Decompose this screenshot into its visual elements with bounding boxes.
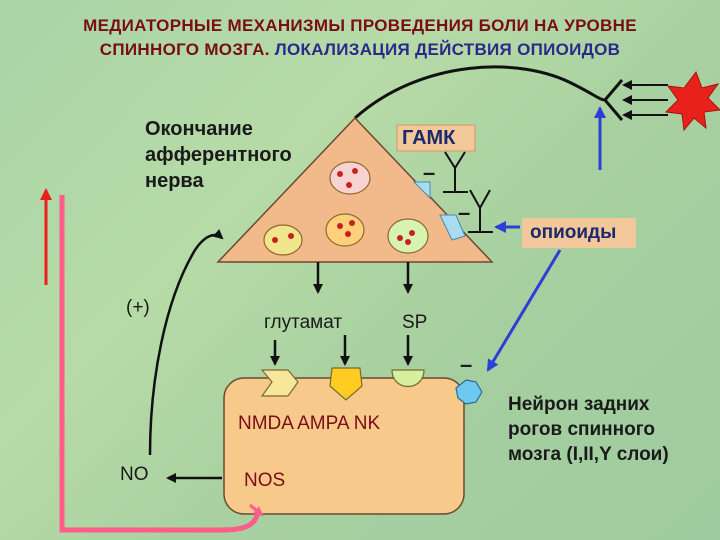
neuron-label: Нейрон задних рогов спинного мозга (I,II… <box>508 392 669 467</box>
gaba-label: ГАМК <box>402 127 456 149</box>
opioid-receptor-patch-upper <box>412 181 431 200</box>
pink-pathway <box>59 195 261 533</box>
neuron-label-line: Нейрон задних <box>508 394 650 415</box>
title-line-2b: ЛОКАЛИЗАЦИЯ ДЕЙСТВИЯ ОПИОИДОВ <box>274 40 621 59</box>
gaba-box <box>396 124 476 152</box>
title-line-2: СПИННОГО МОЗГА. ЛОКАЛИЗАЦИЯ ДЕЙСТВИЯ ОПИ… <box>0 38 720 62</box>
receptor-ampa-icon <box>329 367 363 401</box>
vesicle-icon <box>263 224 303 256</box>
gaba-minus-sign: – <box>423 160 436 185</box>
stimulus-arrows <box>622 80 668 120</box>
afferent-label-line: нерва <box>145 170 204 192</box>
opioid-postsynaptic-arrow <box>486 249 562 372</box>
pink-pathway-start <box>249 503 264 517</box>
afferent-label: Окончание афферентного нерва <box>145 116 292 194</box>
title-line-1: МЕДИАТОРНЫЕ МЕХАНИЗМЫ ПРОВЕДЕНИЯ БОЛИ НА… <box>83 16 637 35</box>
gaba-receptor-icon <box>443 151 468 193</box>
vesicle-icon <box>325 213 365 247</box>
afferent-fiber <box>354 65 606 120</box>
nos-label: NOS <box>244 470 286 491</box>
receptor-nk-icon <box>391 369 425 387</box>
pain-burst-icon <box>664 70 720 132</box>
opioid-receptor-patch-lower <box>439 214 466 241</box>
opioid-minus-sign: – <box>458 200 471 225</box>
no-label: NO <box>120 464 149 485</box>
glutamate-label: глутамат <box>264 312 343 333</box>
page-title: МЕДИАТОРНЫЕ МЕХАНИЗМЫ ПРОВЕДЕНИЯ БОЛИ НА… <box>0 14 720 62</box>
opioids-label: опиоиды <box>530 222 617 243</box>
postsynaptic-minus-sign: – <box>460 352 473 377</box>
receptor-fork-icon <box>603 79 624 121</box>
vesicle-icon <box>329 161 371 195</box>
title-line-2a: СПИННОГО МОЗГА. <box>99 40 270 59</box>
plus-label: (+) <box>126 297 150 318</box>
afferent-label-line: афферентного <box>145 144 292 166</box>
sp-label: SP <box>402 312 428 333</box>
neuron-label-line: рогов спинного <box>508 419 655 440</box>
neuron-label-line: мозга (I,II,Y слои) <box>508 444 669 465</box>
opioids-box <box>522 218 636 248</box>
receptor-nmda-icon <box>260 369 299 397</box>
vesicle-icon <box>387 218 429 254</box>
opioid-postsynaptic-receptor-icon <box>455 379 483 405</box>
no-feedback-arrow <box>148 229 224 456</box>
receptors-label: NMDA AMPA NK <box>238 413 381 434</box>
afferent-label-line: Окончание <box>145 118 253 140</box>
opioid-receptor-icon <box>468 189 493 233</box>
